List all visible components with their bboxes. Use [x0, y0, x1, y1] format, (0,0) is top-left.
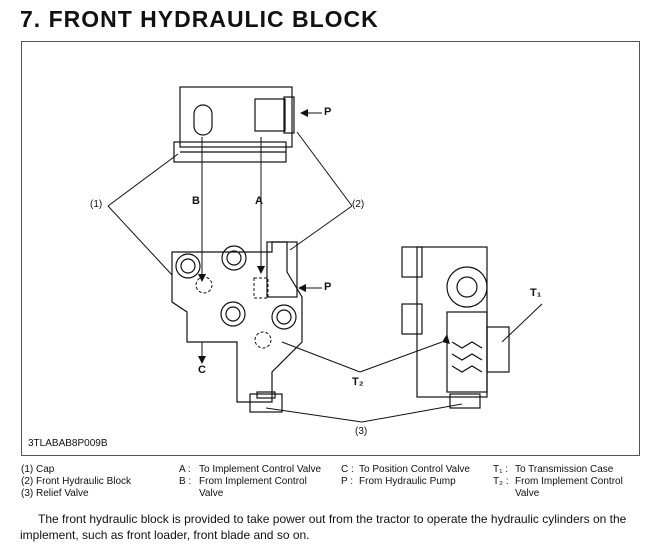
figure-id: 3TLABAB8P009B — [28, 438, 108, 449]
label-c: C — [198, 364, 206, 376]
label-t2: T₂ — [352, 376, 364, 388]
legend-col-cp: C : To Position Control Valve P : From Hyd… — [341, 464, 491, 488]
legend-text: Valve — [515, 488, 540, 499]
legend-item: (2) Front Hydraulic Block — [21, 476, 132, 487]
legend-item: (1) Cap — [21, 464, 55, 475]
label-p-mid: P — [324, 281, 332, 293]
cap-top-body — [179, 86, 293, 148]
legend-col-ab: A : To Implement Control Valve B : From Im… — [179, 464, 339, 500]
legend-key — [179, 488, 199, 500]
description-paragraph: The front hydraulic block is provided to… — [20, 512, 627, 542]
right-bolt-bottom — [401, 303, 423, 335]
right-inner-valve — [446, 311, 488, 393]
label-2: (2) — [352, 199, 365, 210]
hydraulic-block-figure: B A P P C T₁ T₂ (1) (2) (3) 3TLABAB8P009… — [21, 41, 640, 456]
legend-text: Valve — [199, 488, 224, 499]
legend-key: A : — [179, 464, 191, 475]
label-b: B — [192, 195, 200, 207]
legend-key: B : — [179, 476, 192, 487]
spring-coil — [451, 341, 483, 373]
label-a: A — [255, 195, 263, 207]
legend-col-t: T₁ : To Transmission Case T₂ : From Implem… — [493, 464, 643, 500]
legend-text: To Implement Control Valve — [199, 464, 322, 475]
hydraulic-block-drawing — [107, 86, 543, 423]
front-block-boss — [266, 241, 298, 298]
relief-valve-left — [249, 393, 283, 413]
legend-col-parts: (1) Cap (2) Front Hydraulic Block (3) Re… — [21, 464, 161, 500]
bolt-4 — [271, 304, 297, 330]
label-3: (3) — [355, 426, 368, 437]
label-t1: T₁ — [530, 287, 542, 299]
section-heading: 7. FRONT HYDRAULIC BLOCK — [20, 6, 379, 32]
relief-valve-right — [449, 393, 481, 409]
cap-fitting — [283, 96, 295, 134]
legend-text: From Implement Control — [199, 476, 307, 487]
legend-key: P : — [341, 476, 354, 487]
right-port-large — [446, 266, 488, 308]
legend-key: T₁ : — [493, 464, 509, 475]
bolt-3 — [220, 301, 246, 327]
bolt-1 — [175, 253, 201, 279]
legend-text: To Position Control Valve — [359, 464, 470, 475]
legend-key — [493, 488, 515, 500]
bolt-2 — [221, 245, 247, 271]
right-bolt-top — [401, 246, 423, 278]
legend-text: From Hydraulic Pump — [359, 476, 456, 487]
cap-port-right — [254, 98, 286, 132]
legend-key: C : — [341, 464, 354, 475]
legend-text: From Implement Control — [515, 476, 623, 487]
right-side-port — [486, 326, 510, 373]
cap-port-left — [193, 104, 213, 136]
front-block-body — [171, 241, 303, 403]
label-p-top: P — [324, 106, 332, 118]
legend-item: (3) Relief Valve — [21, 488, 89, 499]
legend-key: T₂ : — [493, 476, 509, 487]
legend-text: To Transmission Case — [515, 464, 614, 475]
label-1: (1) — [90, 199, 103, 210]
